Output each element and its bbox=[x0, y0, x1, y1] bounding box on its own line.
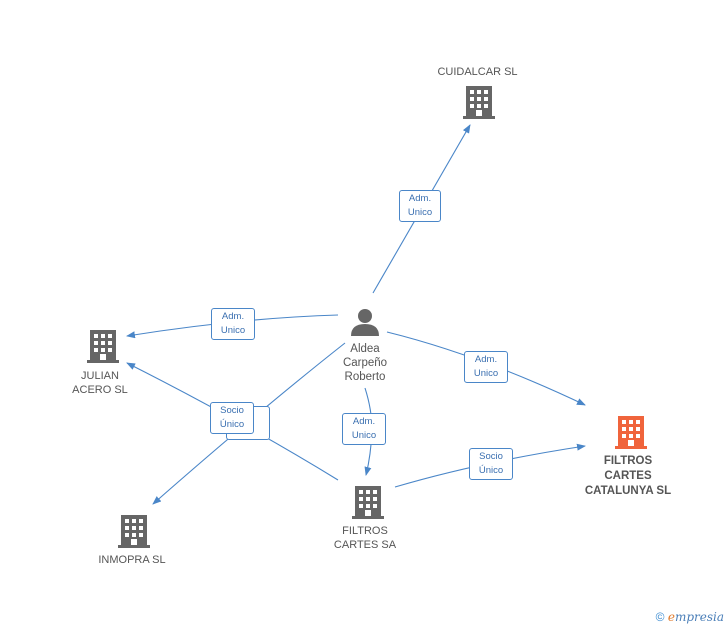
node-label-line: Roberto bbox=[344, 371, 386, 383]
node-label-line: FILTROS bbox=[603, 455, 653, 467]
node-label-line: CARTES SA bbox=[333, 539, 397, 551]
node-label-line: CARTES bbox=[604, 470, 652, 482]
building-icon bbox=[118, 515, 150, 548]
edge-label-line: Adm. bbox=[408, 193, 432, 204]
edge-label-to-filtros-sa: Adm. Unico bbox=[342, 413, 386, 445]
edge-label-line: Adm. bbox=[221, 311, 245, 322]
edge-label-line: Socio bbox=[479, 451, 503, 462]
edge-label-line: Unico bbox=[473, 368, 499, 379]
node-label-line: ACERO SL bbox=[72, 384, 128, 396]
edge-label-to-julian: Adm. Unico bbox=[211, 308, 255, 340]
edge-label-line: Socio bbox=[220, 405, 244, 416]
building-icon bbox=[463, 86, 495, 119]
edge-label-line: Adm. bbox=[474, 354, 498, 365]
building-icon bbox=[87, 330, 119, 363]
edge-label-to-catalunya: Adm. Unico bbox=[464, 351, 508, 383]
node-label-julian[interactable]: JULIAN ACERO SL bbox=[60, 369, 140, 397]
edge-label-sa-to-catalunya: Socio Único bbox=[469, 448, 513, 480]
node-label-filtros-catalunya[interactable]: FILTROS CARTES CATALUNYA SL bbox=[573, 454, 683, 499]
edge-label-line: Único bbox=[219, 419, 245, 430]
brand-name: mpresia bbox=[674, 610, 724, 624]
node-label-cuidalcar[interactable]: CUIDALCAR SL bbox=[437, 66, 518, 78]
copyright-icon: © bbox=[655, 610, 665, 624]
building-icon bbox=[352, 486, 384, 519]
person-icon bbox=[351, 309, 379, 336]
node-label-line: Carpeño bbox=[342, 357, 388, 369]
node-label-inmopra[interactable]: INMOPRA SL bbox=[98, 554, 166, 566]
edge-label-to-cuidalcar: Adm. Unico bbox=[399, 190, 441, 222]
edge-label-line: Unico bbox=[407, 207, 433, 218]
edge-label-line: Unico bbox=[351, 430, 377, 441]
node-label-line: Aldea bbox=[350, 343, 380, 355]
node-label-filtros-sa[interactable]: FILTROS CARTES SA bbox=[325, 524, 405, 552]
node-label-line: JULIAN bbox=[81, 370, 119, 382]
node-label-person[interactable]: Aldea Carpeño Roberto bbox=[327, 342, 403, 384]
brand-initial: e bbox=[667, 610, 675, 624]
node-label-line: FILTROS bbox=[342, 525, 388, 537]
edge-label-line: Adm. bbox=[352, 416, 376, 427]
footer-brand[interactable]: © empresia bbox=[656, 610, 724, 624]
edge-label-line: Único bbox=[478, 465, 504, 476]
node-label-line: CATALUNYA SL bbox=[584, 485, 672, 497]
edges bbox=[126, 124, 586, 505]
building-icon bbox=[615, 416, 647, 449]
edge-label-socio-front: Socio Único bbox=[210, 402, 254, 434]
edge-label-line: Unico bbox=[220, 325, 246, 336]
